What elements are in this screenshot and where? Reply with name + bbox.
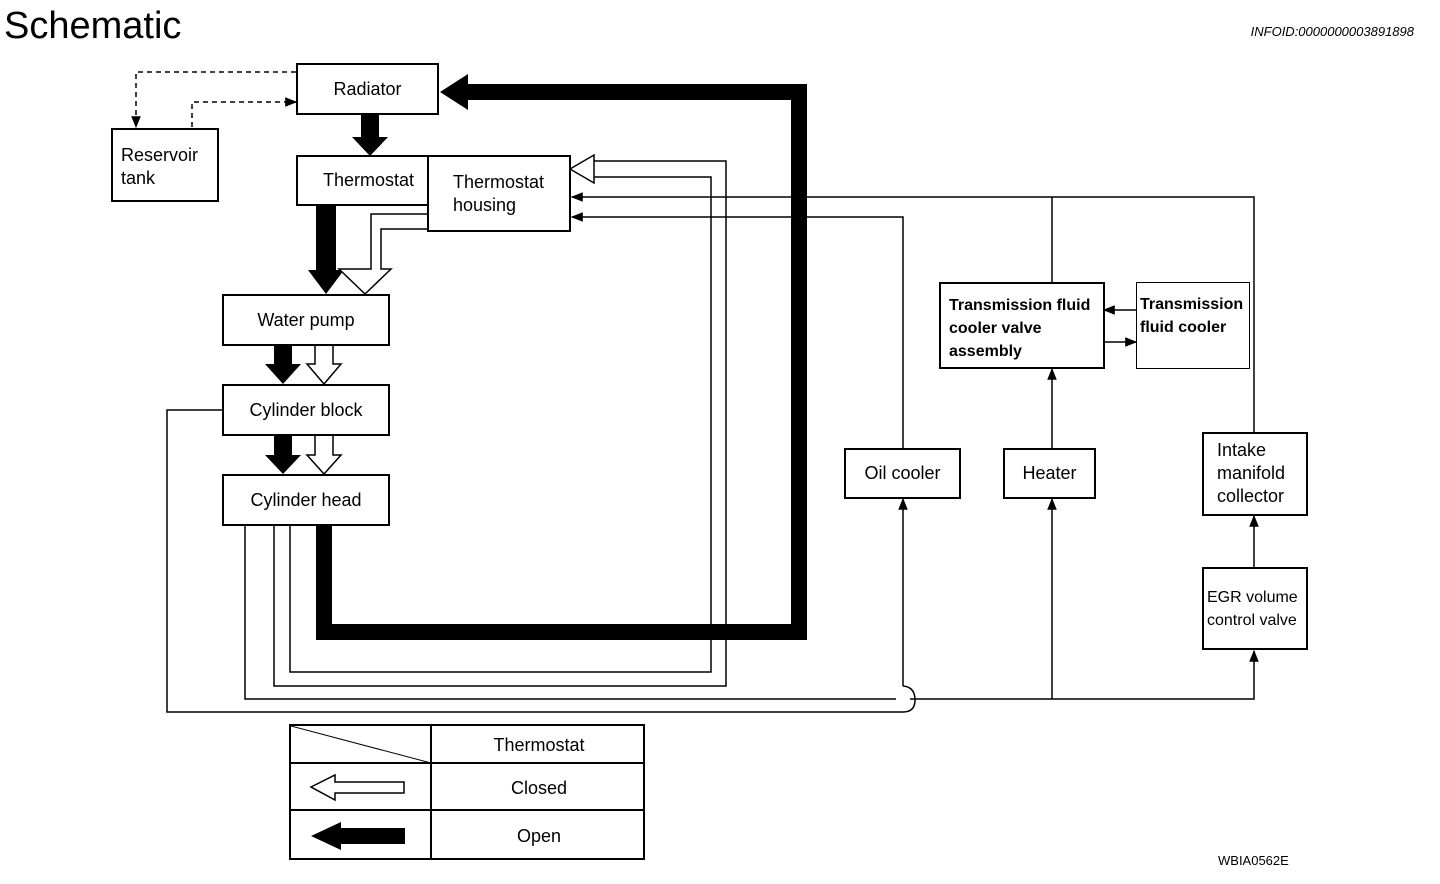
legend-header: Thermostat bbox=[493, 734, 585, 755]
radiator-box: Radiator bbox=[296, 63, 439, 115]
info-id: INFOID:0000000003891898 bbox=[1250, 24, 1414, 39]
closed-bypass-loop bbox=[273, 153, 727, 687]
legend-grid bbox=[291, 726, 643, 858]
reservoir-dashed-lines bbox=[131, 71, 298, 129]
legend-table: Thermostat Closed Open bbox=[289, 724, 645, 860]
legend-closed-label: Closed bbox=[510, 777, 568, 798]
transmission-fluid-cooler-box: Transmission fluid cooler bbox=[1136, 282, 1250, 369]
page-title: Schematic bbox=[4, 5, 182, 47]
cylinder-block-box: Cylinder block bbox=[222, 384, 390, 436]
solid-flow-arrows bbox=[265, 114, 388, 474]
cylinder-head-box: Cylinder head bbox=[222, 474, 390, 526]
egr-volume-control-valve-box: EGR volume control valve bbox=[1202, 567, 1308, 650]
reservoir-tank-box: Reservoir tank bbox=[111, 128, 219, 202]
legend-open-label: Open bbox=[516, 825, 562, 846]
open-main-loop bbox=[316, 74, 807, 640]
thin-coolant-lines bbox=[166, 192, 1259, 713]
figure-id: WBIA0562E bbox=[1218, 853, 1289, 868]
hollow-arrow-icon bbox=[309, 773, 405, 802]
heater-box: Heater bbox=[1003, 448, 1096, 499]
transmission-fluid-cooler-valve-assembly-box: Transmission fluid cooler valve assembly bbox=[939, 282, 1105, 369]
hollow-flow-arrows bbox=[305, 213, 429, 476]
solid-arrow-icon bbox=[311, 822, 405, 850]
thermostat-box: Thermostat bbox=[296, 155, 441, 206]
thermostat-housing-box: Thermostat housing bbox=[427, 155, 571, 232]
water-pump-box: Water pump bbox=[222, 294, 390, 346]
intake-manifold-collector-box: Intake manifold collector bbox=[1202, 432, 1308, 516]
oil-cooler-box: Oil cooler bbox=[844, 448, 961, 499]
